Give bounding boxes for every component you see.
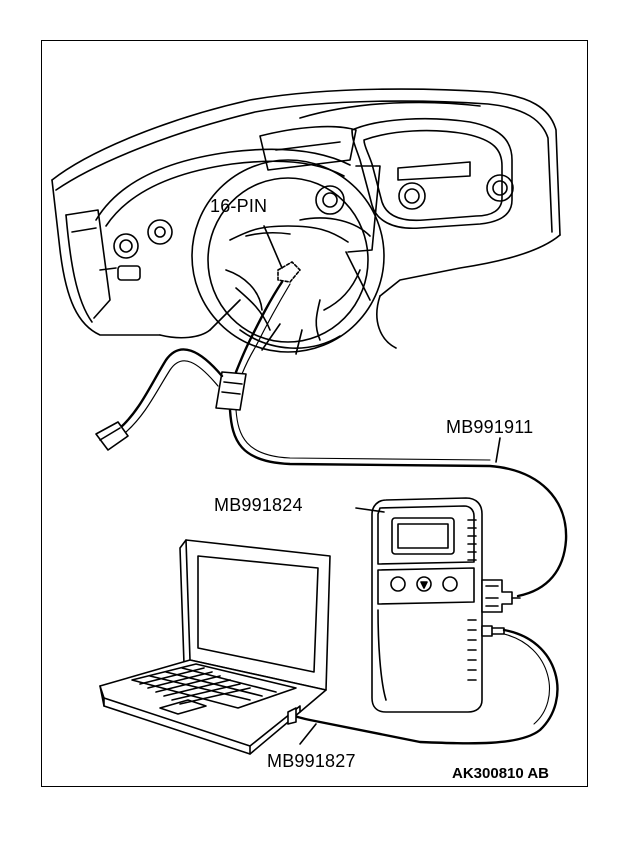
scan-tool-label: MB991824 <box>214 495 303 515</box>
figure-reference: AK300810 AB <box>452 765 549 782</box>
cable-main-label: MB991911 <box>446 417 534 437</box>
tool-connectors-drawing <box>290 579 559 745</box>
cable-drawing <box>95 225 568 598</box>
scan-tool-drawing <box>355 497 483 713</box>
connector-label: 16-PIN <box>210 196 268 216</box>
usb-cable-label: MB991827 <box>267 751 356 771</box>
figure-frame <box>41 40 588 787</box>
steering-wheel-drawing <box>191 159 385 355</box>
dashboard-drawing <box>51 88 561 349</box>
laptop-drawing <box>99 539 331 755</box>
